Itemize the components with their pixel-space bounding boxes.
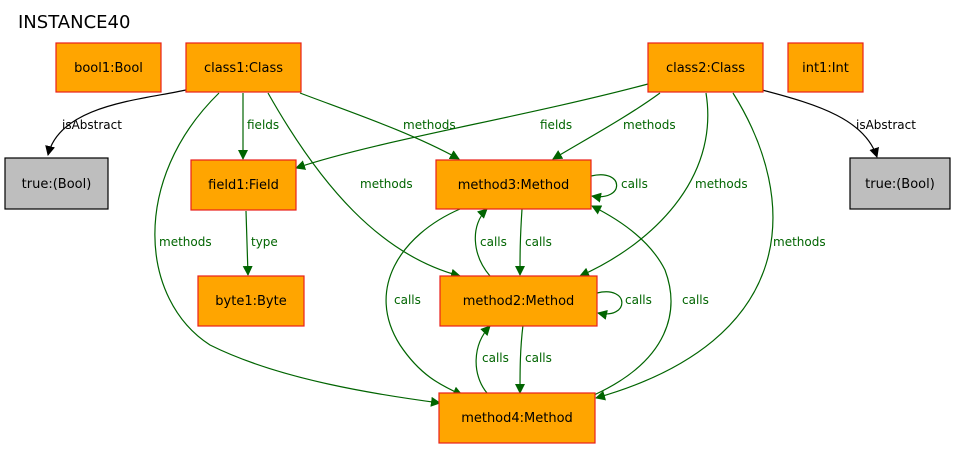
node-true-right-label: true:(Bool) <box>865 177 935 192</box>
label-class2-isabstract: isAbstract <box>856 118 916 132</box>
label-m3-m4-calls: calls <box>394 293 421 307</box>
node-byte1-label: byte1:Byte <box>215 294 286 309</box>
node-true-left-label: true:(Bool) <box>22 177 92 192</box>
node-method4-label: method4:Method <box>461 411 573 426</box>
label-class1-fields: fields <box>247 118 279 132</box>
node-method2[interactable]: method2:Method <box>439 275 598 327</box>
edge-class1-methods-m2 <box>267 92 461 279</box>
edge-m4-m3-calls <box>591 205 672 396</box>
edge-m2-self-calls <box>596 291 623 320</box>
edge-m2-m4-calls <box>515 324 526 394</box>
edge-class2-methods-m4 <box>595 92 774 401</box>
label-m2-m4-calls: calls <box>525 351 552 365</box>
label-class2-methods-m3: methods <box>623 118 676 132</box>
label-m2-m3-calls: calls <box>480 235 507 249</box>
node-int1-label: int1:Int <box>802 61 849 76</box>
edge-m3-m2-calls <box>515 208 526 276</box>
label-class1-isabstract: isAbstract <box>62 118 122 132</box>
edge-class2-methods-m2 <box>579 92 709 277</box>
node-class2[interactable]: class2:Class <box>647 42 764 93</box>
node-method4[interactable]: method4:Method <box>438 392 596 444</box>
edge-class2-fields <box>295 83 649 170</box>
node-class1[interactable]: class1:Class <box>185 42 302 93</box>
node-byte1[interactable]: byte1:Byte <box>197 275 305 327</box>
edge-class1-methods-m3 <box>299 92 460 160</box>
label-class1-methods-m4: methods <box>159 235 212 249</box>
node-field1[interactable]: field1:Field <box>190 159 297 211</box>
edge-class2-methods-m3 <box>552 92 661 160</box>
edge-m3-m4-calls <box>385 208 463 396</box>
node-bool1-label: bool1:Bool <box>74 61 143 76</box>
edge-m4-m2-calls <box>475 325 491 394</box>
node-class1-label: class1:Class <box>204 61 283 76</box>
label-m4-m3-calls: calls <box>682 293 709 307</box>
node-class2-label: class2:Class <box>666 61 745 76</box>
edge-class2-isabstract <box>761 89 879 158</box>
label-class2-methods-m2: methods <box>695 177 748 191</box>
edge-class1-methods-m4 <box>154 92 441 407</box>
node-method2-label: method2:Method <box>463 294 575 309</box>
label-class1-methods-m2: methods <box>360 177 413 191</box>
label-m3-m2-calls: calls <box>525 235 552 249</box>
label-m2-self-calls: calls <box>625 293 652 307</box>
label-m3-self-calls: calls <box>621 177 648 191</box>
label-class2-fields: fields <box>540 118 572 132</box>
node-true-left[interactable]: true:(Bool) <box>4 157 109 210</box>
node-field1-label: field1:Field <box>208 178 279 193</box>
label-class2-methods-m4: methods <box>773 235 826 249</box>
diagram-title: INSTANCE40 <box>18 12 130 33</box>
node-method3-label: method3:Method <box>458 178 570 193</box>
node-method3[interactable]: method3:Method <box>435 159 592 210</box>
edge-m2-m3-calls <box>474 208 491 277</box>
label-class1-methods-m3: methods <box>403 118 456 132</box>
edge-field1-type <box>242 210 253 276</box>
label-m4-m2-calls: calls <box>482 351 509 365</box>
node-bool1[interactable]: bool1:Bool <box>55 42 162 93</box>
node-int1[interactable]: int1:Int <box>787 42 864 93</box>
edge-m3-self-calls <box>590 174 618 203</box>
label-field1-type: type <box>251 235 278 249</box>
node-true-right[interactable]: true:(Bool) <box>849 157 951 210</box>
edge-class1-isabstract <box>45 89 187 156</box>
